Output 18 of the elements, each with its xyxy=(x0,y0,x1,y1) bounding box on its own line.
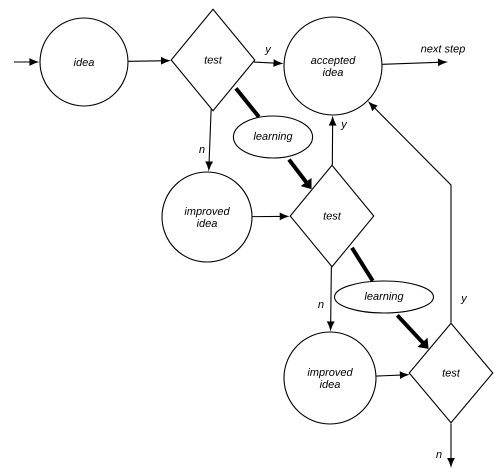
edge-label: y xyxy=(460,296,468,304)
arrow xyxy=(327,266,334,330)
arrow xyxy=(447,424,455,466)
arrow xyxy=(252,212,288,220)
arrow xyxy=(329,117,336,165)
edge-label: y xyxy=(340,122,348,130)
arrow xyxy=(376,372,408,379)
arrow xyxy=(254,60,282,67)
edge-label: y xyxy=(264,46,272,56)
edge-label: next step xyxy=(420,45,465,55)
arrow xyxy=(368,102,452,322)
arrow xyxy=(382,58,446,66)
arrow xyxy=(206,109,213,170)
edge-label: n xyxy=(318,302,324,308)
edge-label: n xyxy=(436,452,442,458)
arrow xyxy=(128,57,170,64)
arrow xyxy=(14,58,38,66)
edge-label: n xyxy=(199,147,205,153)
